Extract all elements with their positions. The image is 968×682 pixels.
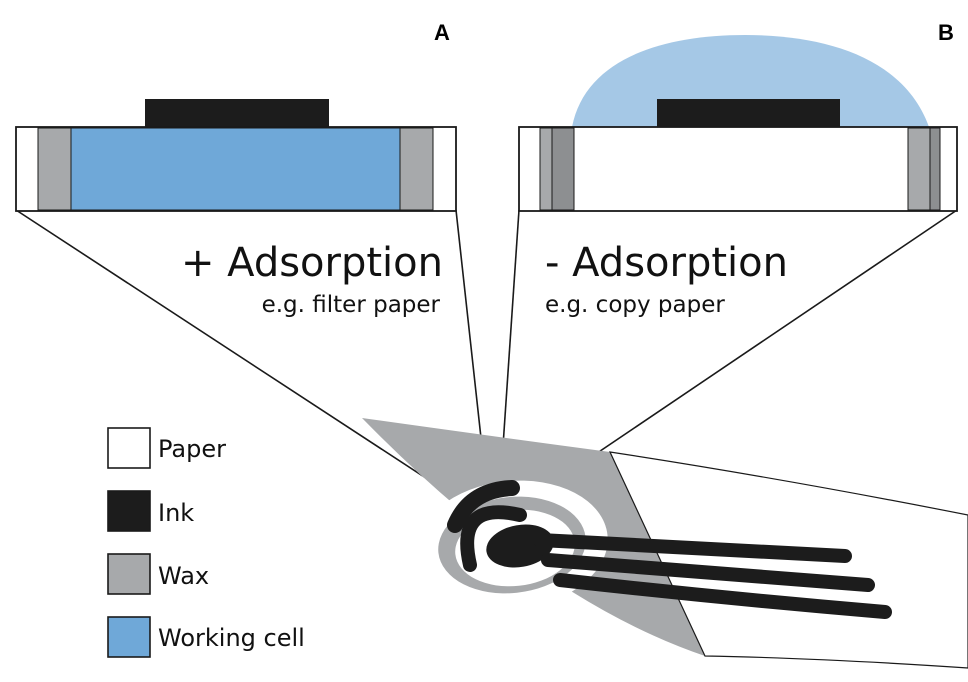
panel-b-ink-layer — [657, 99, 840, 128]
panel-a-working-cell — [70, 127, 401, 211]
legend-label-ink: Ink — [158, 499, 194, 527]
panel-b-wax-right-outer — [929, 127, 941, 211]
panel-b-example: e.g. copy paper — [545, 292, 725, 318]
panel-a-wax-right — [399, 127, 434, 211]
panel-a-ink-layer — [145, 99, 329, 128]
legend-label-wax: Wax — [158, 562, 209, 590]
legend: Paper Ink Wax Working cell — [107, 427, 305, 658]
panel-a-example: e.g. filter paper — [262, 292, 441, 318]
legend-swatch-ink — [107, 490, 151, 532]
legend-swatch-paper — [107, 427, 151, 469]
legend-label-paper: Paper — [158, 435, 226, 463]
electrode-lead-2 — [541, 553, 875, 592]
zoom-line-a-left — [15, 209, 491, 521]
panel-b-wax-right-inner — [907, 127, 931, 211]
sensor-strip — [362, 418, 968, 669]
panel-b-wax-left-inner — [551, 127, 575, 211]
electrode-lead-3 — [553, 573, 892, 619]
panel-a-title: + Adsorption — [181, 240, 443, 286]
legend-label-working-cell: Working cell — [158, 624, 305, 652]
panel-b-title: - Adsorption — [545, 240, 788, 286]
panel-b-wax-left-outer — [539, 127, 553, 211]
panel-b-letter: B — [938, 20, 954, 45]
electrode-lead-1 — [533, 533, 852, 563]
panel-a-letter: A — [434, 20, 450, 45]
panel-a-wax-left — [37, 127, 72, 211]
panel-b-paper-strip — [518, 126, 958, 212]
reference-electrode-arc — [460, 505, 527, 572]
panel-b-cross-section — [518, 35, 958, 212]
legend-swatch-wax — [107, 553, 151, 595]
panel-a-cross-section — [15, 99, 457, 212]
legend-swatch-working-cell — [107, 616, 151, 658]
counter-electrode-arc — [447, 480, 520, 533]
